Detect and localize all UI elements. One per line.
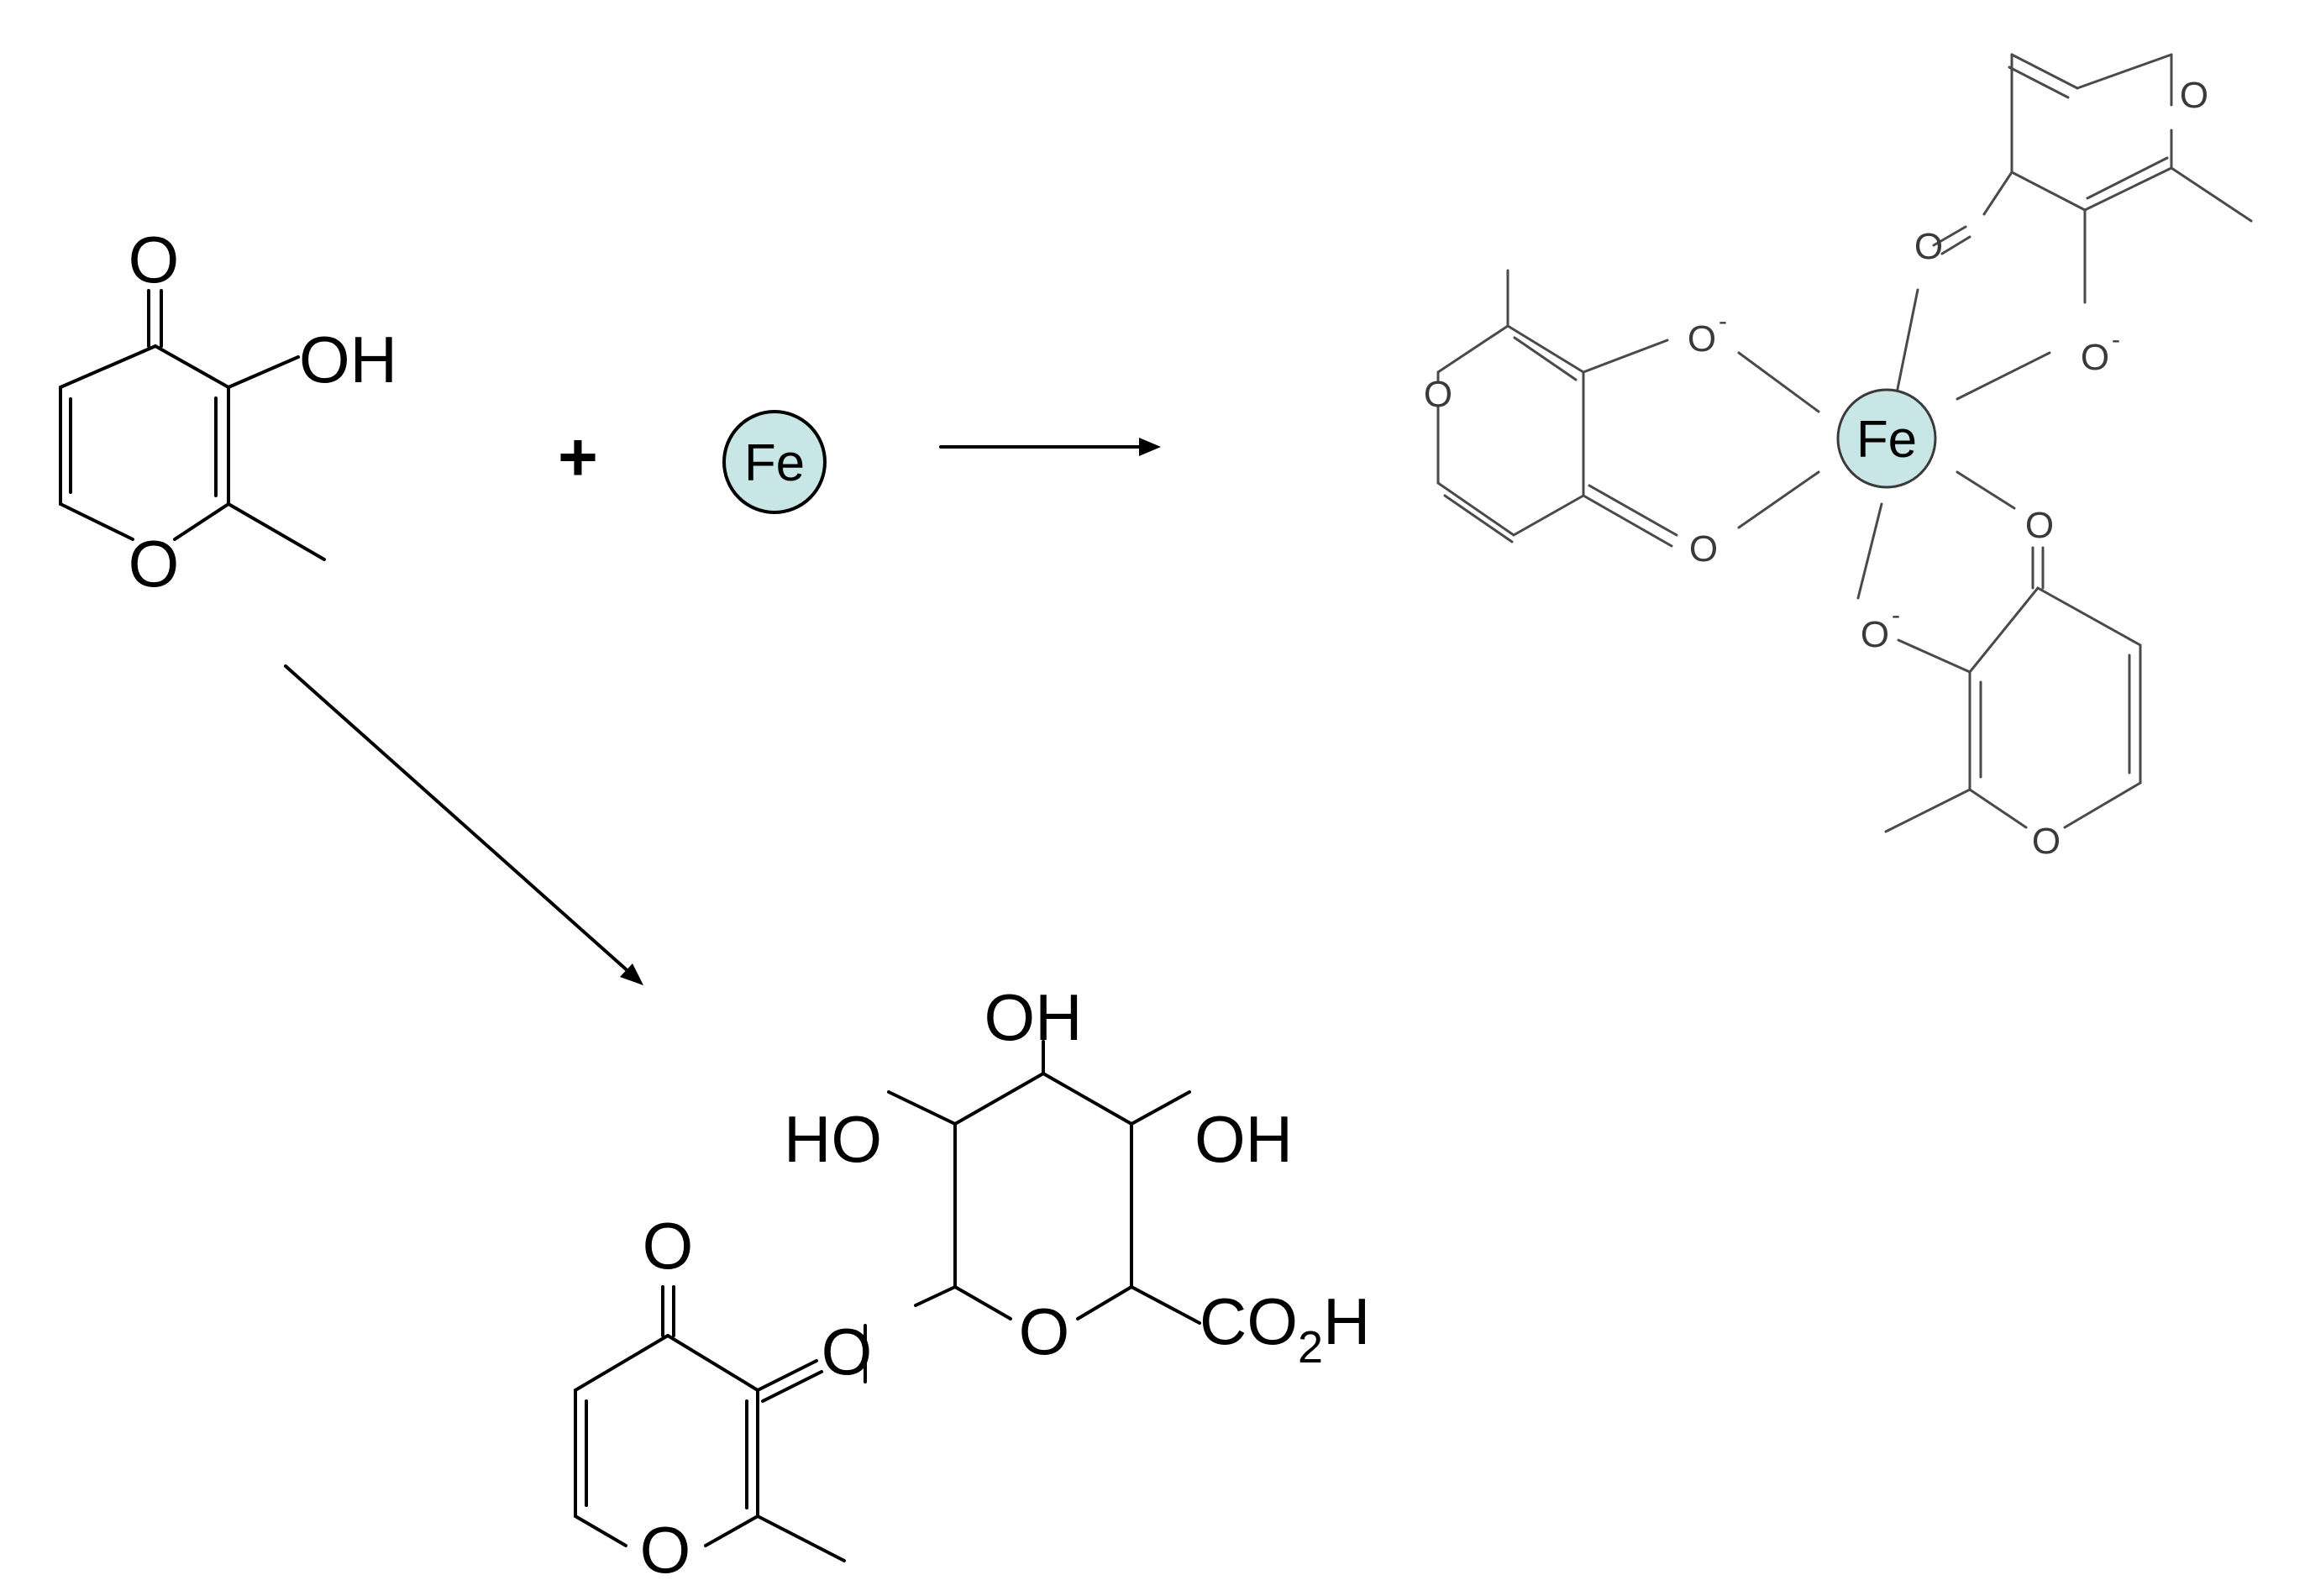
- maltol-glucuronide: OH HO OH O CO2H O O O: [574, 980, 1370, 1587]
- complex-iron-label: Fe: [1856, 411, 1917, 469]
- complex-ligand-left: O O - O: [1424, 269, 1727, 570]
- complex-left-charge: -: [1719, 307, 1727, 335]
- iron-circle: [722, 410, 827, 514]
- complex-top-charge: -: [2112, 326, 2120, 354]
- glucuronide-oh-right: OH: [1194, 1102, 1293, 1176]
- glucuronide-carboxylic-acid: CO2H: [1200, 1284, 1370, 1373]
- complex-left-carbonyl-oxygen: O: [1689, 528, 1718, 570]
- maltol-hydroxyl: OH: [299, 323, 397, 396]
- complex-ligand-bottom: O O - O: [1861, 505, 2142, 862]
- glucuronide-oh-top: OH: [984, 980, 1083, 1054]
- complex-top-phenolate-oxygen: O: [2081, 337, 2109, 378]
- glucuronide-ring-oxygen: O: [1019, 1294, 1070, 1368]
- pyranone-carbonyl-oxygen: O: [643, 1209, 694, 1283]
- complex-top-ring-oxygen: O: [2180, 75, 2208, 116]
- complex-bottom-carbonyl-oxygen: O: [2025, 505, 2054, 546]
- iron-label: Fe: [744, 434, 805, 492]
- complex-left-phenolate-oxygen: O: [1688, 318, 1716, 360]
- maltol-carbonyl-oxygen: O: [129, 223, 180, 297]
- iron-reactant: Fe: [722, 410, 827, 514]
- iron-complex: O O - O O O O -: [1424, 53, 2253, 862]
- complex-iron-circle: [1836, 388, 1937, 489]
- complex-bottom-ring-oxygen: O: [2032, 821, 2061, 862]
- glucuronide-ho-left: HO: [784, 1102, 882, 1176]
- complex-left-ring-oxygen: O: [1424, 374, 1452, 415]
- arrow-to-complex: [939, 438, 1161, 456]
- complex-bottom-phenolate-oxygen: O: [1861, 614, 1889, 655]
- complex-ligand-top: O O O -: [1914, 53, 2253, 378]
- arrow-to-glucuronide: [284, 664, 643, 985]
- glucuronide-link-oxygen: O: [822, 1315, 873, 1389]
- maltol-structure: O OH O: [59, 223, 397, 601]
- complex-top-carbonyl-oxygen: O: [1914, 226, 1943, 267]
- plus-sign: +: [558, 419, 598, 496]
- coordination-bonds: [1737, 288, 2051, 600]
- complex-bottom-charge: -: [1892, 601, 1900, 629]
- pyranone-ring-oxygen: O: [640, 1513, 691, 1587]
- maltol-ring-oxygen: O: [129, 527, 180, 601]
